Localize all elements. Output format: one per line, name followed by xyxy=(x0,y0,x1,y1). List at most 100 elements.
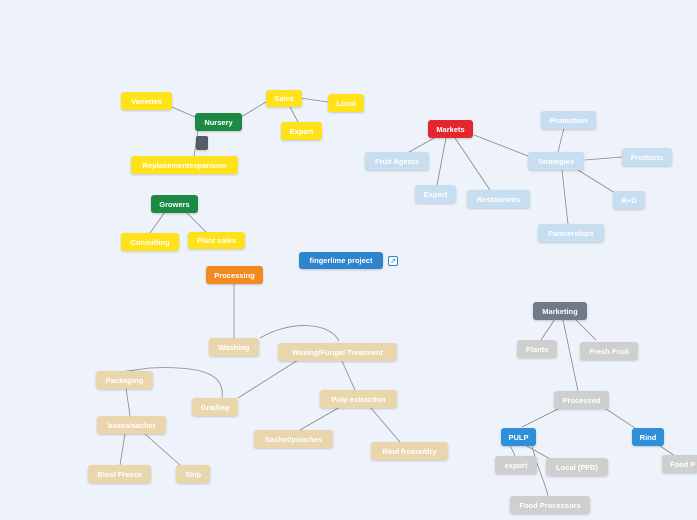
node-markets[interactable]: Markets xyxy=(428,120,473,138)
node-label: Markets xyxy=(436,124,465,134)
connector xyxy=(473,134,529,157)
node-label: Growers xyxy=(159,199,190,209)
node-label: Varieties xyxy=(131,96,162,106)
connector xyxy=(369,406,401,443)
connector xyxy=(144,433,181,466)
node-label: Products xyxy=(630,152,664,162)
node-waxing-fungal-treatment[interactable]: Waxing/Fungal Treatment xyxy=(278,343,397,361)
connector xyxy=(561,169,569,225)
connector xyxy=(119,367,223,399)
node-label: Marketing xyxy=(542,306,578,316)
node-promotion[interactable]: Promotion xyxy=(541,111,596,129)
node-pulp[interactable]: PULP xyxy=(501,428,536,446)
node-label: Fresh Fruit xyxy=(589,346,629,356)
node-strategies[interactable]: Strategies xyxy=(528,152,584,170)
node-sachet-pouches[interactable]: Sachet/pouches xyxy=(254,430,333,448)
node-r-and-d[interactable]: R+D xyxy=(613,191,645,209)
connector xyxy=(299,97,329,103)
node-label: Grading xyxy=(200,402,230,412)
connector xyxy=(574,318,597,341)
connector xyxy=(171,106,196,118)
node-label: Ship xyxy=(184,469,202,479)
node-label: Nursery xyxy=(204,117,233,127)
connector xyxy=(562,319,579,392)
node-washing[interactable]: Washing xyxy=(209,338,259,356)
node-label: Export xyxy=(289,126,314,136)
node-boxes-sachet[interactable]: boxes/sachet xyxy=(97,416,166,434)
node-local-pfd[interactable]: Local (PFD) xyxy=(546,458,608,476)
node-rind[interactable]: Rind xyxy=(632,428,664,446)
node-plants[interactable]: Plants xyxy=(517,340,557,358)
node-label: Sachet/pouches xyxy=(264,434,323,444)
node-label: Strategies xyxy=(537,156,575,166)
connector xyxy=(524,444,553,461)
node-label: Export xyxy=(423,189,448,199)
connector xyxy=(240,101,267,118)
connector xyxy=(259,325,340,342)
node-products[interactable]: Products xyxy=(622,148,672,166)
node-export-nursery[interactable]: Export xyxy=(281,122,322,140)
node-label: Plant sales xyxy=(196,236,237,245)
node-plant-sales[interactable]: Plant sales xyxy=(188,232,245,249)
node-label: Restaurants xyxy=(476,194,521,204)
node-label: R+D xyxy=(621,195,637,205)
node-local[interactable]: Local xyxy=(328,94,364,112)
node-processing[interactable]: Processing xyxy=(206,266,263,284)
connector xyxy=(341,360,356,391)
node-food-processors-rind[interactable]: Food P xyxy=(662,455,697,473)
connector xyxy=(299,406,341,431)
connector xyxy=(149,211,166,234)
node-processed[interactable]: Processed xyxy=(554,391,609,409)
node-label: PULP xyxy=(508,432,529,442)
node-label: Promotion xyxy=(549,115,588,125)
node-label: Partnerships xyxy=(548,228,594,238)
connector xyxy=(125,387,131,417)
node-food-processors[interactable]: Food Processors xyxy=(510,496,590,514)
connector xyxy=(659,445,676,457)
node-ship[interactable]: Ship xyxy=(176,465,210,483)
node-rind-freeze-dry[interactable]: Rind freeze/dry xyxy=(371,442,448,460)
connector xyxy=(119,433,126,466)
node-sales[interactable]: Sales xyxy=(266,90,302,107)
node-pulp-extraction[interactable]: Pulp extraction xyxy=(320,390,397,408)
node-packaging[interactable]: Packaging xyxy=(96,371,153,389)
node-label: Local (PFD) xyxy=(556,462,598,472)
node-replacementexpansion[interactable]: Replacementexpansion xyxy=(131,156,238,174)
node-label: export xyxy=(504,460,528,470)
node-export-markets[interactable]: Export xyxy=(415,185,456,203)
node-restaurants[interactable]: Restaurants xyxy=(467,190,530,208)
connector xyxy=(185,211,207,233)
node-blast-freeze[interactable]: Blast Freeze xyxy=(88,465,151,483)
node-label: Plants xyxy=(525,344,549,354)
node-grading[interactable]: Grading xyxy=(192,398,238,416)
node-label: Replacementexpansion xyxy=(142,160,227,170)
node-fresh-fruit[interactable]: Fresh Fruit xyxy=(580,342,638,360)
node-label: Fruit Agents xyxy=(375,156,419,166)
node-label: Pulp extraction xyxy=(331,394,386,404)
node-nursery[interactable]: Nursery xyxy=(195,113,242,131)
connector xyxy=(237,359,299,399)
central-topic[interactable]: fingerlime project xyxy=(299,252,383,269)
node-label: Packaging xyxy=(105,375,144,385)
node-varieties[interactable]: Varieties xyxy=(121,92,172,110)
connector xyxy=(454,137,491,191)
link-icon[interactable]: ⇗ xyxy=(388,256,398,266)
node-export-pulp[interactable]: export xyxy=(495,456,537,474)
node-label: Rind xyxy=(639,432,657,442)
node-consulting[interactable]: Consulting xyxy=(121,233,179,251)
node-partnerships[interactable]: Partnerships xyxy=(538,224,604,242)
node-label: Rind freeze/dry xyxy=(382,446,437,456)
connector xyxy=(509,444,516,457)
node-growers[interactable]: Growers xyxy=(151,195,198,213)
node-label: Blast Freeze xyxy=(97,469,142,479)
note-icon[interactable] xyxy=(196,136,208,150)
connector xyxy=(540,318,556,341)
node-label: Local xyxy=(336,98,356,108)
connector xyxy=(436,137,447,186)
node-marketing[interactable]: Marketing xyxy=(533,302,587,320)
node-fruit-agents[interactable]: Fruit Agents xyxy=(365,152,429,170)
node-label: Processed xyxy=(562,395,601,405)
connector xyxy=(584,156,623,161)
